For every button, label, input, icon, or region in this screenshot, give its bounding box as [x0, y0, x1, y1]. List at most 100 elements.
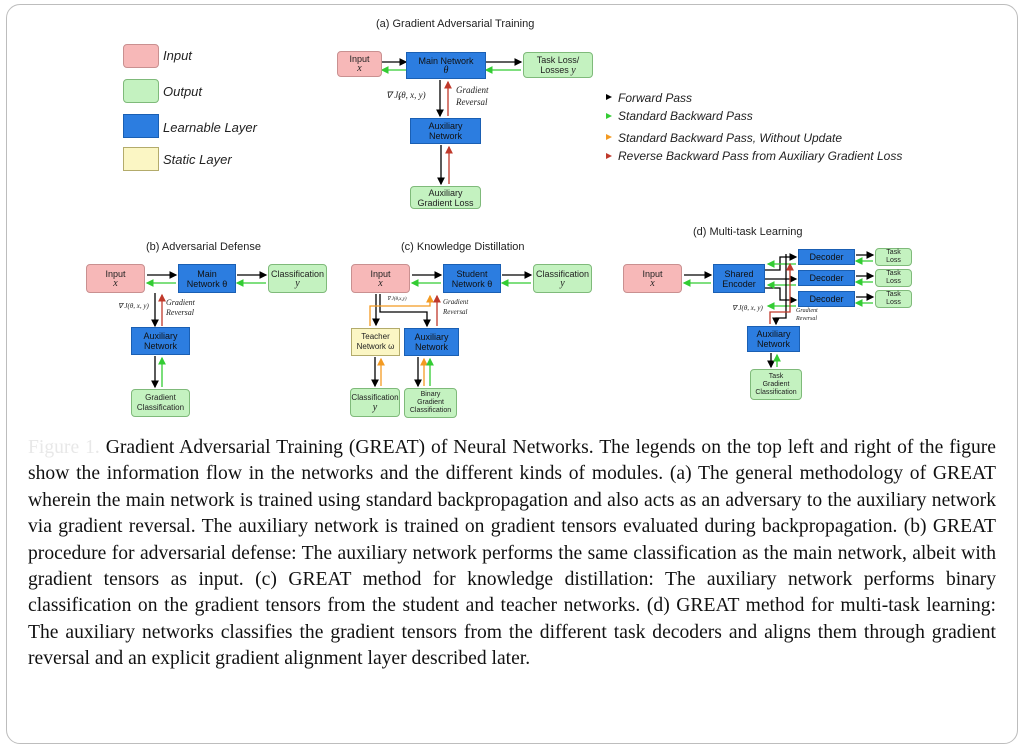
panel-c-out2-label2: Gradient	[417, 399, 444, 406]
legend-static-swatch	[123, 147, 159, 171]
panel-a-aux-loss-label: Auxiliary	[428, 187, 463, 198]
panel-c-class-var: y	[560, 277, 565, 289]
panel-d-decoder-1-label: Decoder	[809, 252, 844, 262]
panel-b-aux-label: Auxiliary	[143, 331, 178, 341]
panel-a-main-label: Main Network	[418, 55, 474, 66]
panel-c-out1-label: Classification	[351, 392, 399, 402]
panel-b-class-label: Classification	[270, 268, 325, 279]
panel-d-aux-label2: Network	[756, 339, 790, 349]
panel-b-input-var: x	[113, 277, 118, 289]
panel-b-class-var: y	[295, 277, 300, 289]
panel-d-aux-network: Auxiliary Network	[747, 326, 800, 352]
panel-b-aux-network: Auxiliary Network	[131, 327, 190, 355]
panel-d-reversal-2: Reversal	[796, 316, 817, 322]
panel-b-gradient-classification: Gradient Classification	[131, 389, 190, 417]
panel-c-student-label: Student	[456, 268, 488, 279]
panel-b-out-label2: Classification	[136, 403, 185, 412]
panel-a-main-var: θ	[443, 64, 449, 76]
no-update-arrowhead	[606, 134, 612, 140]
panel-d-out-label2: Gradient	[762, 380, 790, 388]
panel-d-encoder-label: Shared	[724, 268, 754, 279]
panel-a-grad-sub: J	[398, 96, 401, 102]
panel-d-task-loss-2-label: Task	[886, 270, 901, 277]
panel-b-input: Input x	[86, 264, 145, 293]
panel-d-aux-label: Auxiliary	[756, 329, 791, 339]
panel-b-aux-label2: Network	[143, 341, 177, 351]
panel-a-input: Input x	[337, 51, 382, 77]
legend-forward-label: Forward Pass	[618, 91, 693, 105]
panel-b-reversal-2: Reversal	[166, 308, 194, 317]
panel-a-grad-expr: ∇ J(θ, x, y)	[386, 90, 426, 101]
figure-label: Figure 1.	[28, 437, 100, 458]
panel-d-task-loss-1-label2: Loss	[886, 257, 901, 264]
panel-d-title: (d) Multi-task Learning	[693, 226, 803, 238]
panel-d-decoder-1: Decoder	[798, 249, 855, 265]
panel-a-reversal-2: Reversal	[456, 97, 488, 107]
panel-c-class-label: Classification	[535, 268, 590, 279]
panel-c-out1-var: y	[372, 401, 378, 413]
figure-frame	[6, 4, 1018, 744]
panel-b-title: (b) Adversarial Defense	[146, 241, 261, 253]
panel-c-out2-label3: Classification	[409, 407, 452, 414]
panel-a-title: (a) Gradient Adversarial Training	[376, 18, 535, 30]
panel-b-classification: Classification y	[268, 264, 327, 293]
panel-d-out-label3: Classification	[755, 388, 797, 396]
legend-standard-backward-label: Standard Backward Pass	[618, 109, 753, 123]
panel-c-teacher-label2: Network ω	[356, 342, 395, 351]
legend-no-update-label: Standard Backward Pass, Without Update	[618, 131, 843, 145]
panel-b-main-label2: Network θ	[186, 278, 228, 289]
panel-c-reversal-2: Reversal	[443, 308, 468, 316]
panel-c-student-label2: Network θ	[451, 278, 493, 289]
panel-c-grad-expr: ∇ J(θ,x,y)	[387, 297, 407, 302]
standard-backward-arrowhead	[606, 113, 612, 119]
panel-a-task-loss-var: y	[571, 64, 576, 76]
panel-c-aux-label: Auxiliary	[414, 332, 449, 342]
panel-d-shared-encoder: Shared Encoder	[713, 264, 765, 293]
forward-arrowhead	[606, 94, 612, 100]
panel-c-binary-classification: Binary Gradient Classification	[404, 388, 457, 418]
panel-c-out-classification: Classification y	[350, 388, 400, 417]
panel-a-aux-label: Auxiliary	[428, 121, 463, 131]
panel-b-main-network: Main Network θ	[178, 264, 236, 293]
panel-c-aux-label2: Network	[414, 342, 448, 352]
panel-d-task-loss-3-label: Task	[886, 291, 901, 298]
panel-c-title: (c) Knowledge Distillation	[401, 241, 525, 253]
panel-a-task-loss: Task Loss/ Losses y	[523, 52, 593, 78]
panel-d-task-loss-3-label2: Loss	[886, 299, 901, 306]
panel-a-reversal-1: Gradient	[456, 85, 489, 95]
legend-output-swatch	[123, 79, 159, 103]
legend-learnable-swatch	[123, 114, 159, 138]
panel-c-input: Input x	[351, 264, 410, 293]
panel-b-main-label: Main	[197, 268, 217, 279]
panel-a-aux-label2: Network	[428, 131, 462, 141]
panel-a-aux-loss-label2: Gradient Loss	[417, 197, 474, 208]
panel-d-encoder-label2: Encoder	[722, 278, 756, 289]
panel-d-task-loss-2-label2: Loss	[886, 278, 901, 285]
panel-a-input-var: x	[357, 63, 362, 74]
legend-input-swatch	[123, 44, 159, 68]
panel-d-task-gradient-classification: Task Gradient Classification	[750, 369, 802, 400]
panel-c-classification: Classification y	[533, 264, 592, 293]
legend-input-label: Input	[163, 48, 192, 63]
panel-a-grad-expr-text: ∇ J(θ, x, y)	[386, 90, 426, 100]
panel-d-input-label: Input	[642, 268, 663, 279]
panel-c-input-label: Input	[370, 268, 391, 279]
panel-a-task-loss-label: Task Loss/	[536, 54, 580, 65]
panel-c-reversal-1: Gradient	[443, 298, 469, 306]
panel-c-aux-network: Auxiliary Network	[404, 328, 459, 356]
panel-b-grad-expr: ∇ J(θ, x, y)	[118, 302, 149, 310]
panel-c-teacher-network: Teacher Network ω	[351, 328, 400, 356]
legend-output-label: Output	[163, 84, 203, 99]
reverse-arrowhead	[606, 153, 612, 159]
panel-c-teacher-label: Teacher	[361, 332, 390, 341]
panel-d-input-var: x	[650, 277, 655, 289]
figure-caption: Figure 1. Gradient Adversarial Training …	[28, 435, 996, 673]
panel-d-task-loss-1-label: Task	[886, 249, 901, 256]
panel-a-task-loss-label2: Losses	[540, 64, 569, 75]
panel-d-decoder-2-label: Decoder	[809, 273, 844, 283]
panel-c-input-var: x	[378, 277, 383, 289]
panel-d-input: Input x	[623, 264, 682, 293]
panel-a-aux-loss: Auxiliary Gradient Loss	[410, 186, 481, 209]
